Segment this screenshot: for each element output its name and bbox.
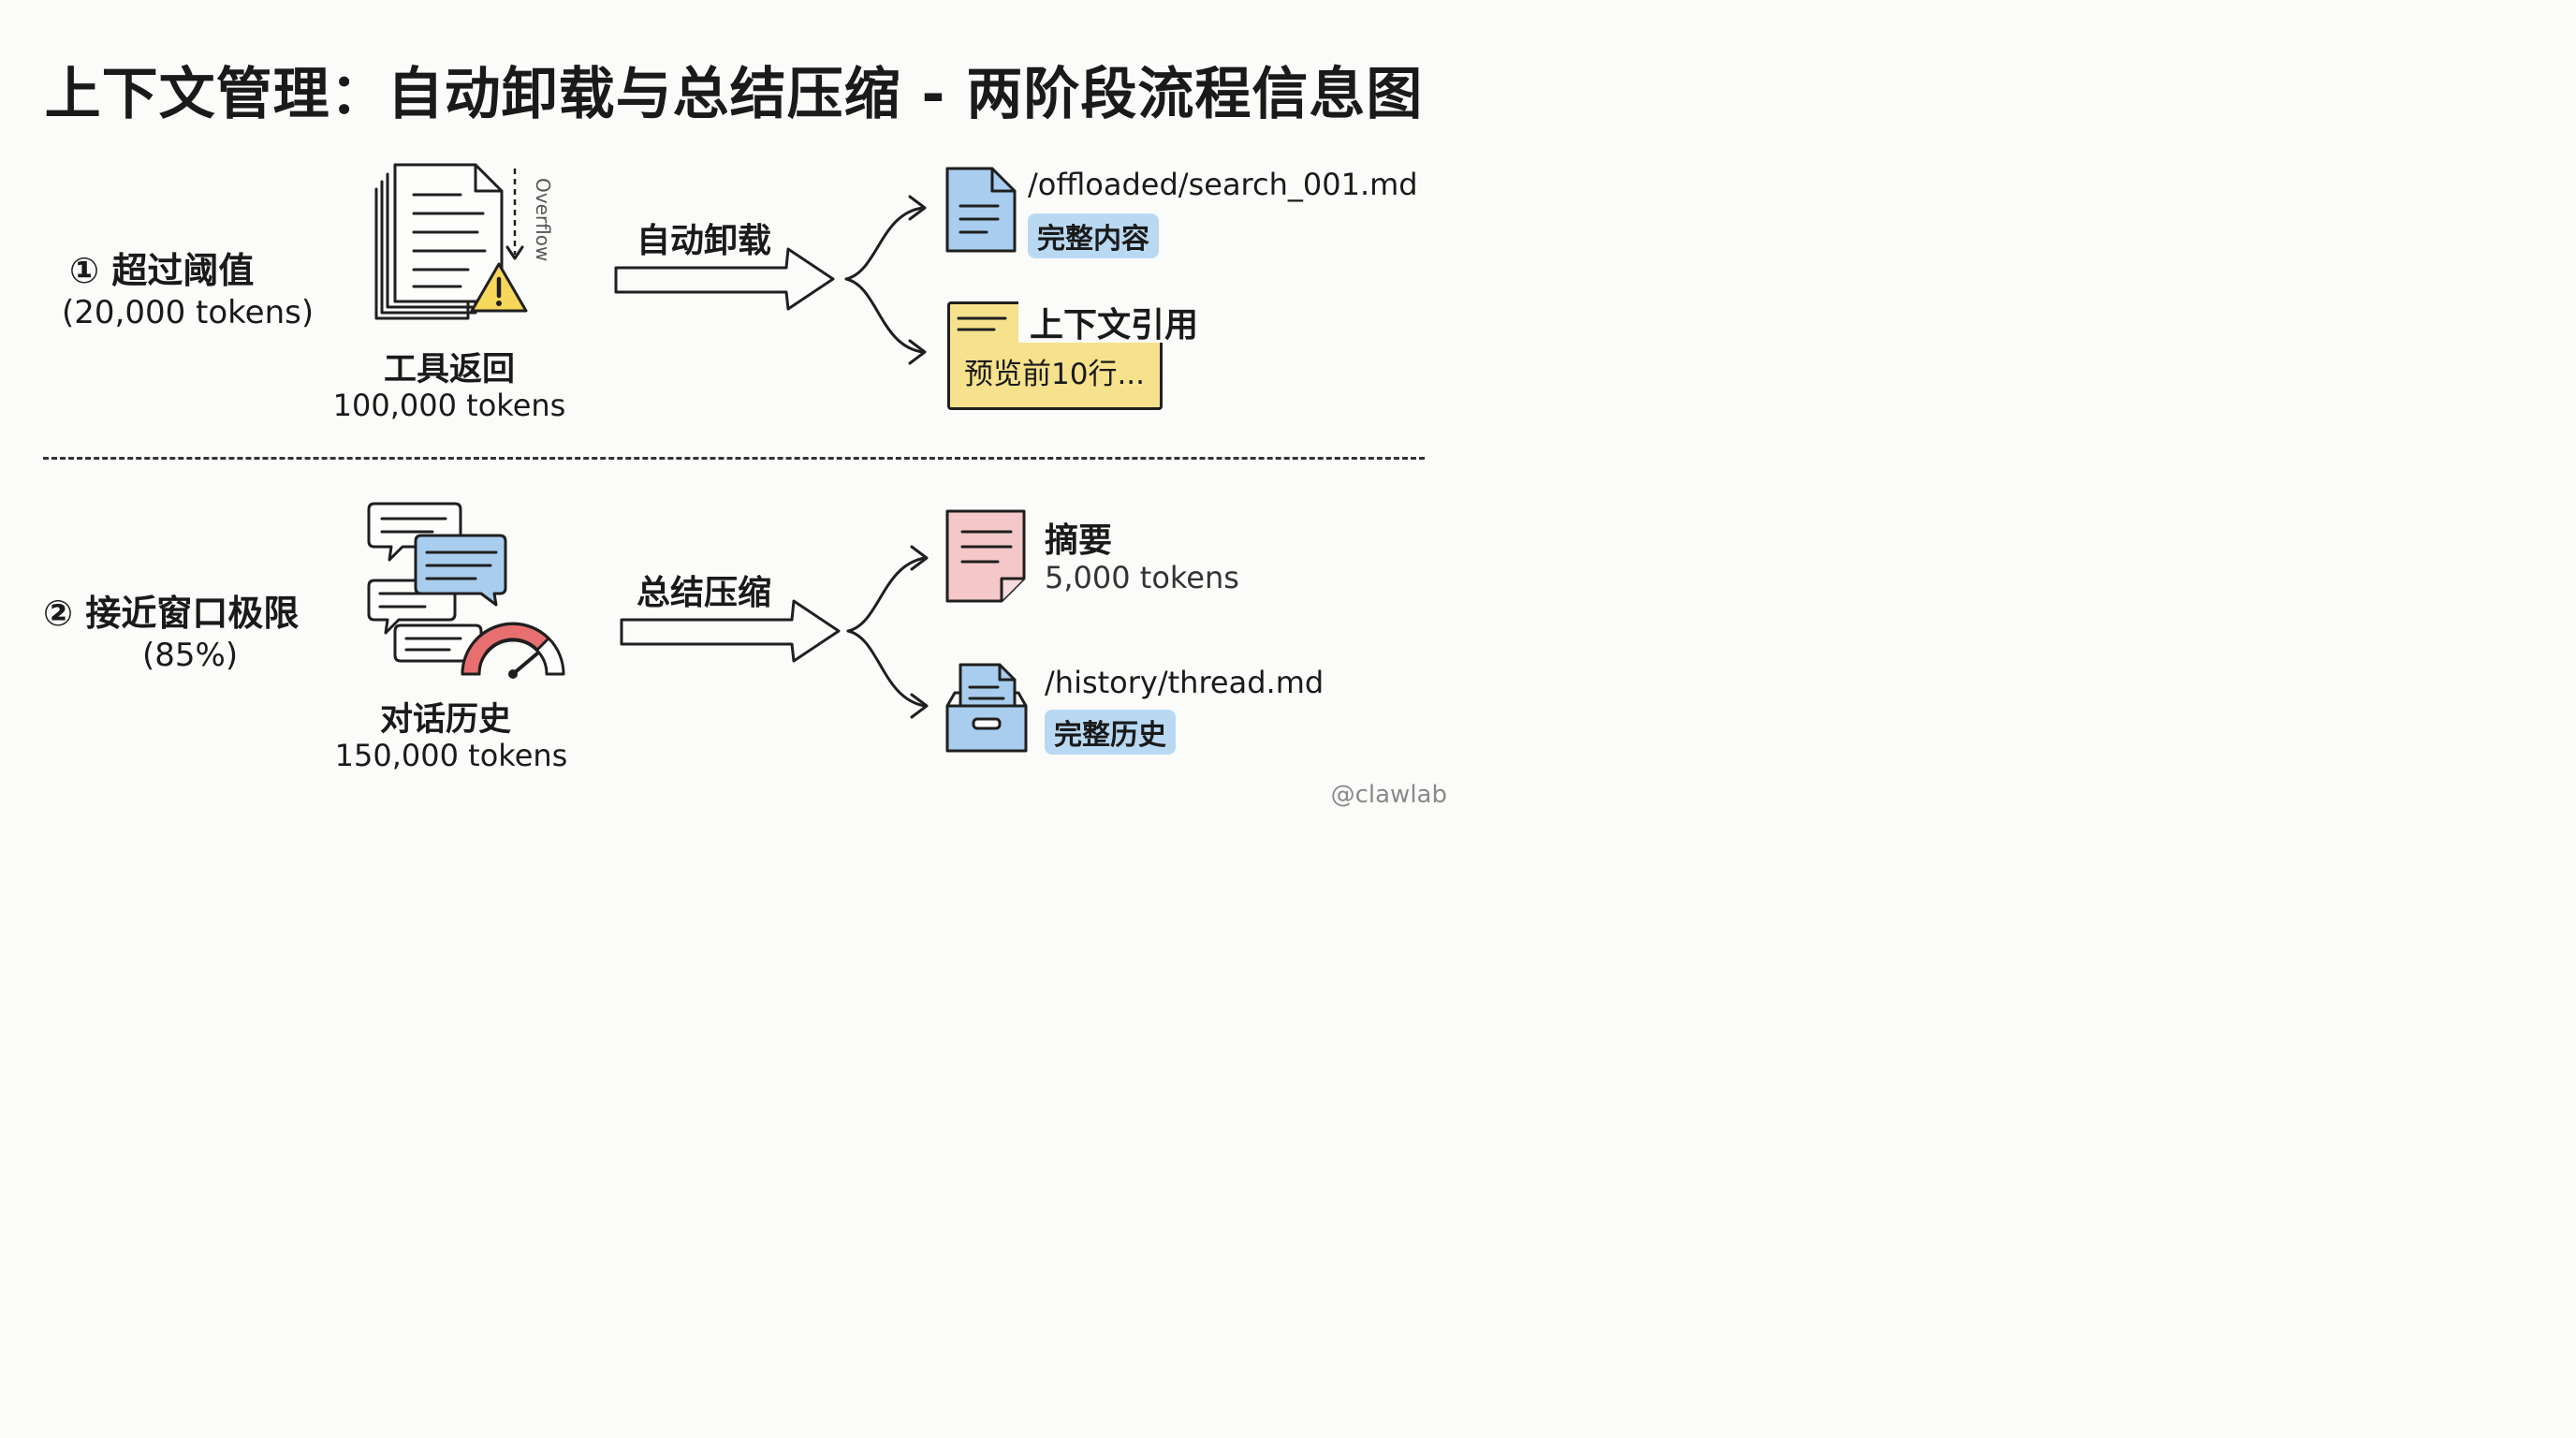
stage1-action-label: 自动卸载 bbox=[637, 222, 772, 260]
stage2-branch-arrows bbox=[846, 545, 929, 719]
stage1-branch-arrows bbox=[844, 195, 927, 365]
stage1-flow-arrow bbox=[614, 247, 835, 311]
stage1-output2-preview: 预览前10行... bbox=[964, 358, 1146, 391]
document-icon bbox=[945, 167, 1017, 253]
stage2-output1-title: 摘要 bbox=[1045, 521, 1113, 560]
sticky-note-lines bbox=[957, 316, 1007, 331]
watermark: @clawlab bbox=[1330, 781, 1447, 809]
archive-box-icon bbox=[945, 663, 1028, 753]
stage2-source-tokens: 150,000 tokens bbox=[334, 738, 568, 773]
stage1-output2-title: 上下文引用 bbox=[1030, 306, 1199, 345]
stage-divider bbox=[43, 457, 1425, 460]
gauge-icon bbox=[461, 622, 565, 679]
summary-note-icon bbox=[945, 509, 1026, 603]
stage2-output2-path: /history/thread.md bbox=[1045, 665, 1325, 700]
stage2-trigger-sub: (85%) bbox=[142, 637, 239, 674]
sticky-note-cutout bbox=[1018, 298, 1196, 343]
warning-icon bbox=[470, 262, 528, 313]
stage2-source-label: 对话历史 bbox=[379, 701, 511, 739]
stage2-action-label: 总结压缩 bbox=[637, 574, 772, 612]
stage2-output1-tokens: 5,000 tokens bbox=[1045, 560, 1239, 595]
stage1-output1-path: /offloaded/search_001.md bbox=[1028, 167, 1418, 202]
stage1-trigger-title: ① 超过阈值 bbox=[69, 250, 255, 291]
stage1-source-tokens: 100,000 tokens bbox=[332, 388, 566, 423]
stage1-source-label: 工具返回 bbox=[383, 351, 515, 389]
overflow-label: Overflow bbox=[532, 178, 554, 262]
stage2-output2-badge: 完整历史 bbox=[1045, 710, 1176, 755]
stacked-documents-icon bbox=[374, 163, 524, 320]
stage2-flow-arrow bbox=[620, 599, 841, 663]
stage2-trigger-title: ② 接近窗口极限 bbox=[43, 593, 300, 634]
stage1-trigger-sub: (20,000 tokens) bbox=[62, 294, 315, 331]
stage1-output1-badge: 完整内容 bbox=[1028, 213, 1159, 258]
chat-bubbles-icon bbox=[367, 502, 507, 663]
page-title: 上下文管理：自动卸载与总结压缩 - 两阶段流程信息图 bbox=[44, 62, 1424, 127]
